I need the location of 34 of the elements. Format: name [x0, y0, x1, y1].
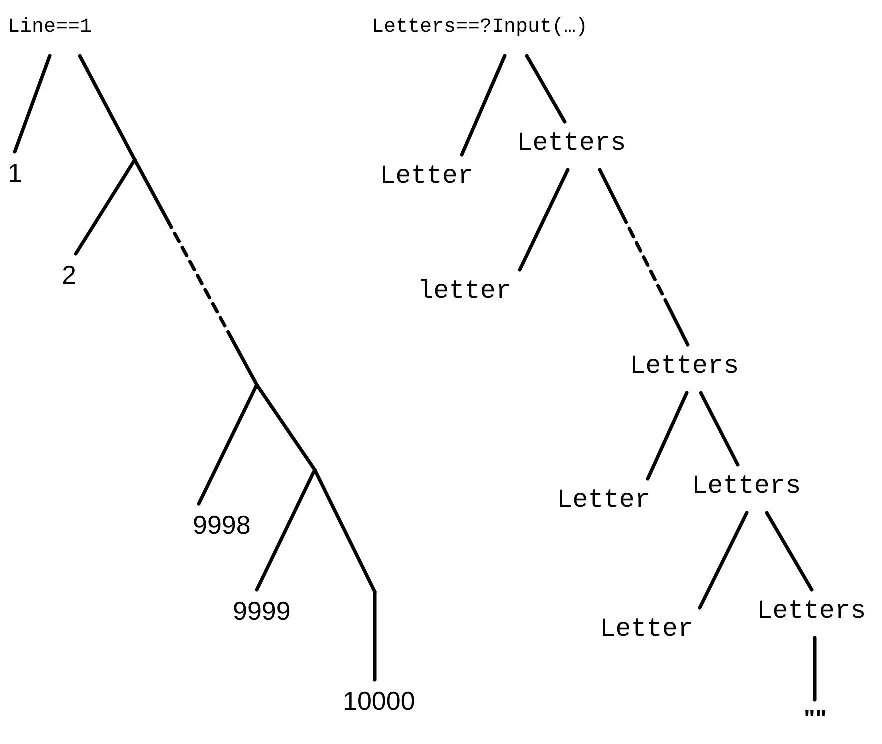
- tree-branch: [698, 511, 749, 610]
- tree-node-label: Letters: [517, 130, 626, 156]
- tree-branch: [255, 468, 317, 592]
- tree-node-label: 10000: [343, 688, 416, 714]
- tree-branch: [13, 54, 52, 154]
- tree-branch: [313, 468, 377, 594]
- tree-branch: [133, 158, 259, 387]
- tree-branch: [598, 168, 690, 347]
- tree-node-label: Letters: [692, 473, 802, 499]
- tree-node-label: Letter: [380, 163, 474, 189]
- tree-branch: [525, 54, 567, 124]
- tree-node-label: Letters: [757, 598, 866, 624]
- tree-branch: [197, 383, 259, 506]
- tree-node-label: Line==1: [8, 18, 92, 38]
- tree-node-label: Letter: [557, 487, 651, 513]
- tree-branch: [78, 54, 137, 162]
- tree-node-label: Letters==?Input(…): [372, 18, 588, 38]
- tree-node-label: Letters: [630, 353, 740, 379]
- tree-node-label: 1: [8, 160, 22, 186]
- tree-node-label: 2: [62, 262, 76, 288]
- tree-branch: [373, 590, 377, 682]
- tree-branch: [765, 511, 814, 592]
- tree-branch: [255, 383, 317, 472]
- tree-node-label: "": [804, 708, 827, 732]
- tree-branch: [699, 391, 740, 467]
- tree-node-label: 9999: [233, 598, 291, 624]
- tree-branch: [646, 391, 689, 481]
- tree-branch: [813, 636, 817, 702]
- tree-node-label: Letter: [600, 616, 694, 642]
- tree-node-label: letter: [418, 278, 512, 304]
- tree-branch: [518, 168, 570, 272]
- tree-branch: [74, 158, 137, 256]
- tree-branch: [460, 54, 507, 157]
- tree-node-label: 9998: [193, 512, 251, 538]
